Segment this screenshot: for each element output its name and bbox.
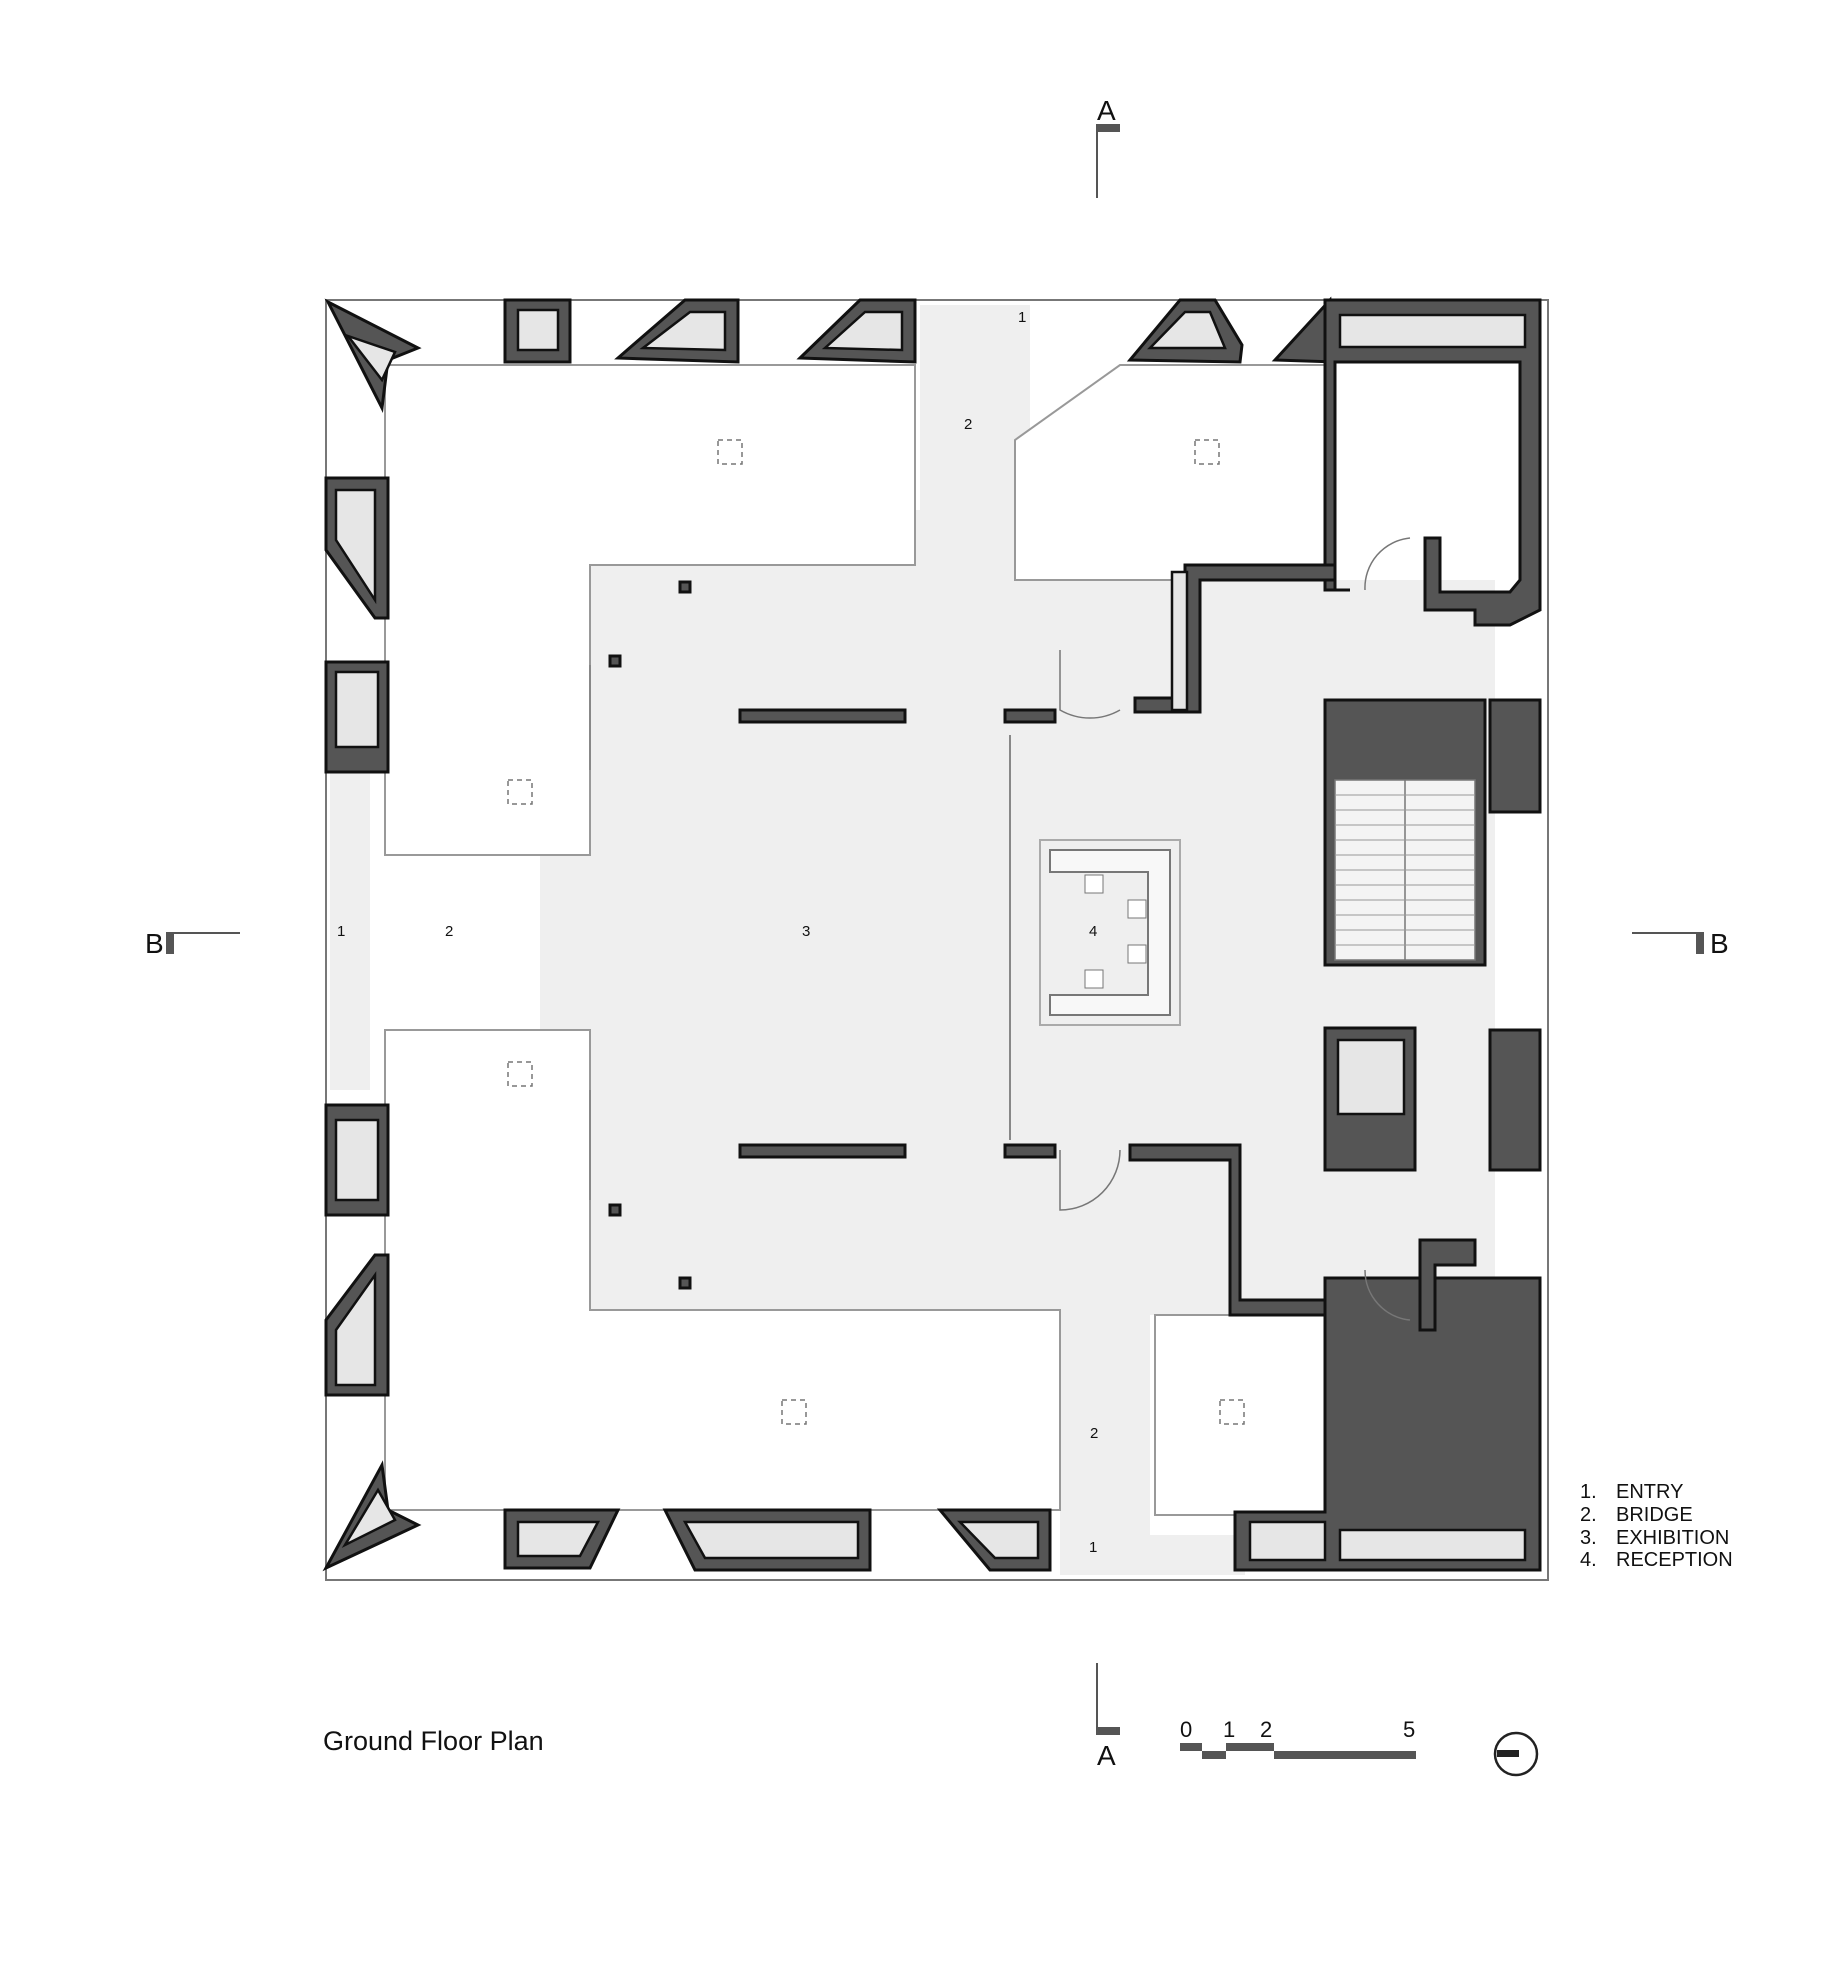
legend-num-4: 4. <box>1580 1549 1597 1571</box>
legend: 1. ENTRY 2. BRIDGE 3. EXHIBITION 4. RECE… <box>1580 1481 1733 1571</box>
scale-bar: 0 1 2 5 <box>1180 1717 1416 1759</box>
room-number-bridge-left: 2 <box>445 923 453 940</box>
room-number-bridge-bottom: 2 <box>1090 1425 1098 1442</box>
plan-title: Ground Floor Plan <box>323 1726 544 1756</box>
reception-desk <box>1039 839 1181 1026</box>
legend-num-2: 2. <box>1580 1504 1597 1526</box>
scale-label-1: 1 <box>1223 1717 1235 1742</box>
scale-label-0: 0 <box>1180 1717 1192 1742</box>
legend-label-2: BRIDGE <box>1616 1504 1693 1526</box>
room-number-entry-left: 1 <box>337 923 345 940</box>
legend-label-4: RECEPTION <box>1616 1549 1733 1571</box>
staircase <box>1334 779 1476 961</box>
section-mark-a-bottom: A <box>1097 1740 1116 1771</box>
legend-num-1: 1. <box>1580 1481 1597 1503</box>
perimeter-walls <box>322 296 1337 1572</box>
exhibition-partitions <box>589 580 1057 1290</box>
door-swings <box>1059 537 1411 1321</box>
legend-label-1: ENTRY <box>1616 1481 1683 1503</box>
room-top-left <box>384 364 916 856</box>
building-outline <box>325 299 1549 1581</box>
room-number-exhibition: 3 <box>802 923 810 940</box>
scale-label-2: 2 <box>1260 1717 1272 1742</box>
room-number-entry-top: 1 <box>1018 309 1026 326</box>
floor-shading <box>330 305 1495 1575</box>
legend-label-3: EXHIBITION <box>1616 1527 1729 1549</box>
room-number-bridge-top: 2 <box>964 416 972 433</box>
room-bottom-right <box>1154 1314 1336 1516</box>
room-number-entry-bottom: 1 <box>1089 1539 1097 1556</box>
section-mark-a-top: A <box>1097 95 1116 126</box>
section-mark-b-right: B <box>1710 928 1729 959</box>
section-lines <box>166 124 1704 1735</box>
legend-num-3: 3. <box>1580 1527 1597 1549</box>
north-arrow-icon <box>1493 1731 1539 1777</box>
room-top-right <box>1014 364 1336 581</box>
ceiling-marks <box>507 439 1245 1425</box>
scale-label-5: 5 <box>1403 1717 1415 1742</box>
section-mark-b-left: B <box>145 928 164 959</box>
room-number-reception: 4 <box>1089 923 1097 940</box>
